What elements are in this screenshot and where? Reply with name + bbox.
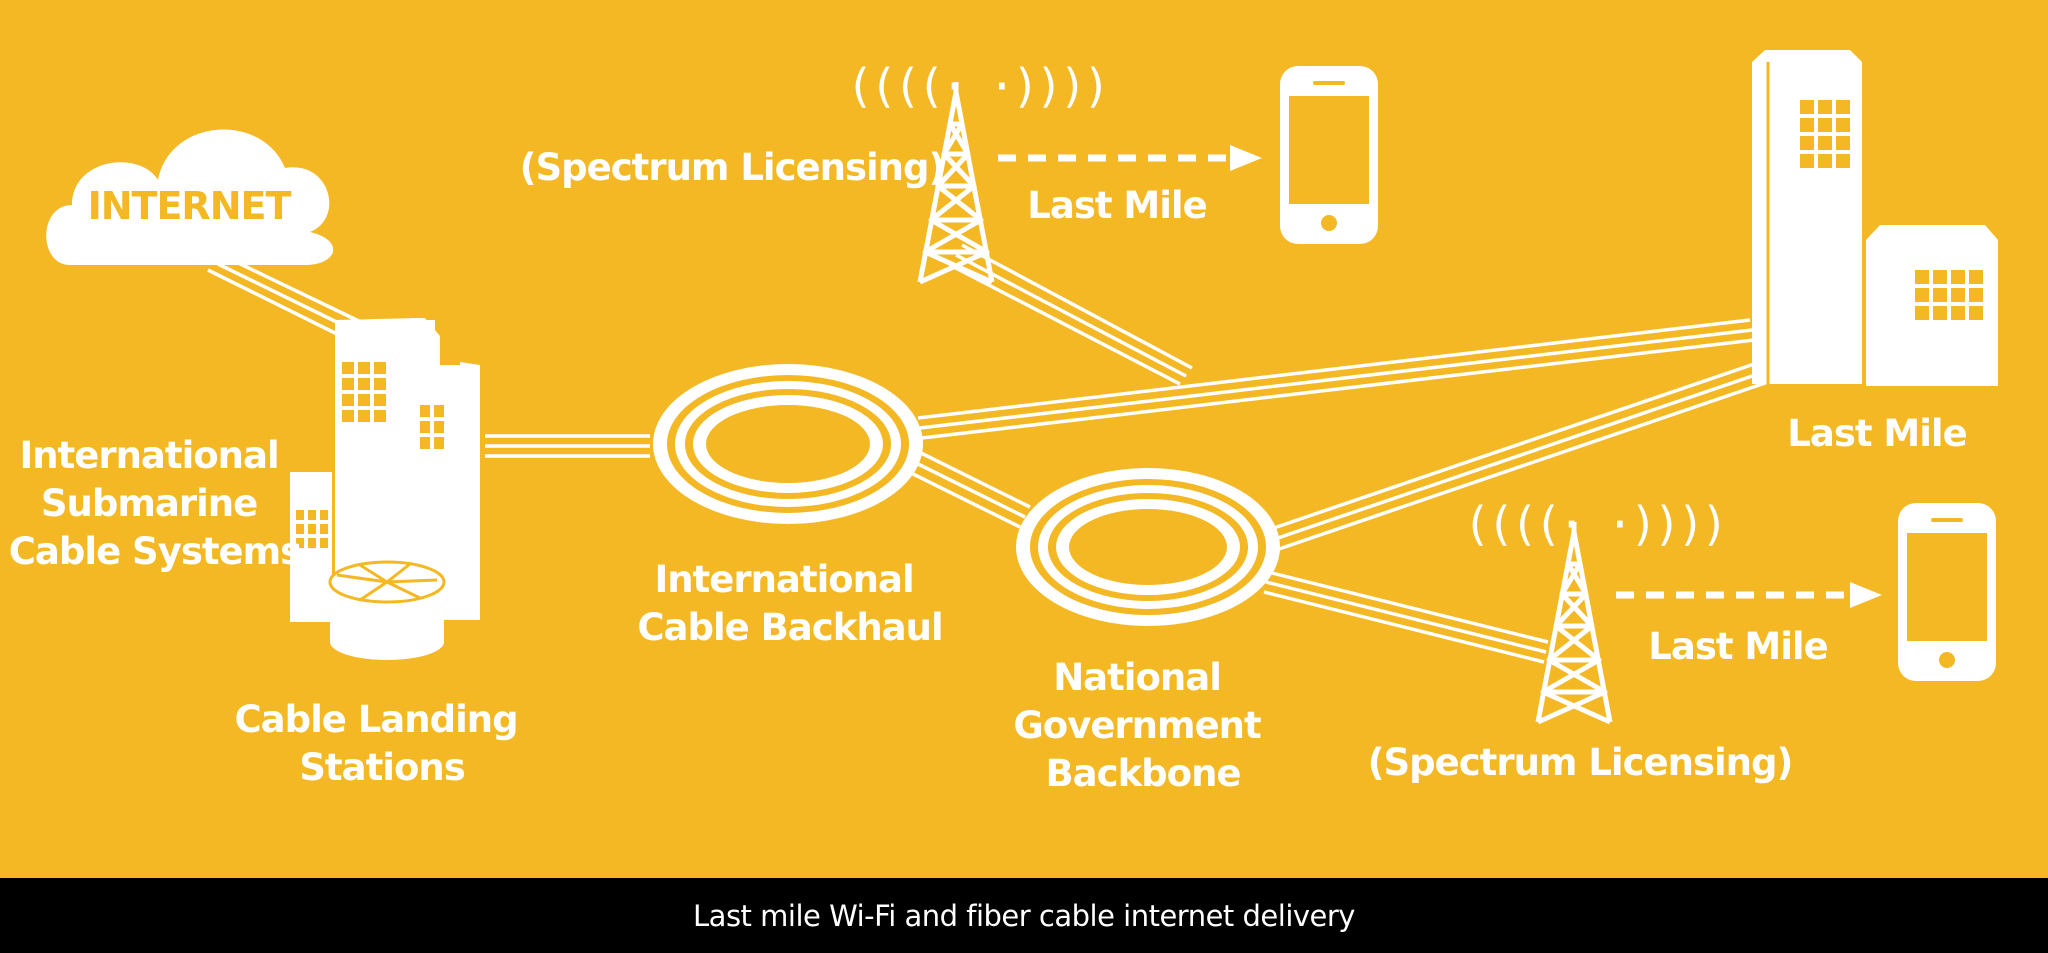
label-landing: Cable Landing Stations (234, 698, 529, 789)
cable-ring-icon (653, 364, 923, 524)
network-diagram: INTERNET (9, 50, 1998, 795)
smartphone-icon (1898, 503, 1996, 681)
label-national-line-1: National (1053, 656, 1221, 699)
label-national-line-2: Government (1013, 704, 1261, 747)
signal-waves-left-icon: ((((· (1463, 497, 1581, 551)
label-backhaul-line-2: Cable Backhaul (637, 606, 942, 649)
cloud-icon: INTERNET (46, 129, 334, 265)
label-last-mile-buildings: Last Mile (1787, 412, 1966, 455)
cable-internet-to-landing (207, 256, 366, 340)
cable-backhaul-to-national (904, 448, 1031, 529)
smartphone-icon (1280, 66, 1378, 244)
cable-national-to-tower (1263, 570, 1549, 664)
office-building-icon (1752, 50, 1862, 384)
cable-national-to-buildings (1267, 360, 1769, 552)
label-submarine-line-3: Cable Systems (9, 530, 301, 573)
cell-tower-icon (1538, 522, 1610, 722)
label-national: National Government Backbone (1013, 656, 1272, 795)
cable-backhaul-to-buildings (917, 318, 1755, 440)
office-building-icon (1866, 225, 1998, 386)
label-submarine: International Submarine Cable Systems (9, 434, 301, 573)
label-backhaul: International Cable Backhaul (637, 558, 942, 649)
label-spectrum-top: (Spectrum Licensing) (520, 146, 945, 189)
caption-text: Last mile Wi-Fi and fiber cable internet… (693, 898, 1355, 933)
label-backhaul-line-1: International (654, 558, 913, 601)
cable-landing-to-backhaul (485, 434, 650, 458)
wireless-link-bottom (1616, 582, 1882, 608)
signal-waves-right-icon: ·)))) (1606, 497, 1724, 551)
label-landing-line-1: Cable Landing (234, 698, 517, 741)
label-last-mile-bottom: Last Mile (1648, 625, 1827, 668)
label-submarine-line-1: International (19, 434, 278, 477)
cable-ring-icon (1016, 468, 1280, 626)
signal-waves-left-icon: ((((· (846, 59, 964, 113)
data-center-icon (290, 318, 480, 660)
wireless-link-top (998, 145, 1262, 171)
label-last-mile-top: Last Mile (1027, 184, 1206, 227)
label-landing-line-2: Stations (299, 746, 464, 789)
label-submarine-line-2: Submarine (41, 482, 257, 525)
cable-tower-to-junction (949, 243, 1193, 386)
signal-waves-right-icon: ·)))) (988, 59, 1106, 113)
cable-lines (207, 243, 1769, 664)
internet-label: INTERNET (88, 184, 292, 228)
label-national-line-3: Backbone (1045, 752, 1240, 795)
caption-bar: Last mile Wi-Fi and fiber cable internet… (0, 878, 2048, 953)
label-spectrum-bottom: (Spectrum Licensing) (1368, 741, 1793, 784)
